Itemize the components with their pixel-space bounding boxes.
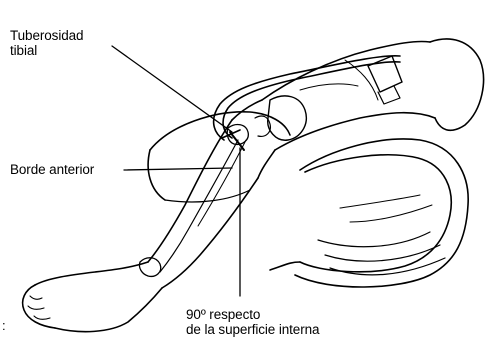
label-angle-line1: 90º respecto <box>186 307 319 322</box>
knee <box>232 96 306 178</box>
knee-support-pillow <box>270 139 468 287</box>
label-tibial-tuberosity-line2: tibial <box>10 43 83 58</box>
label-tibial-tuberosity: Tuberosidad tibial <box>10 28 83 58</box>
label-anterior-border: Borde anterior <box>10 162 94 177</box>
label-angle: 90º respecto de la superficie interna <box>186 307 319 337</box>
catheter-tube <box>214 56 400 150</box>
label-tibial-tuberosity-line1: Tuberosidad <box>10 28 83 43</box>
label-angle-line2: de la superficie interna <box>186 322 319 337</box>
foot <box>23 258 162 332</box>
thigh <box>262 39 484 150</box>
stray-colon: : <box>2 318 6 333</box>
